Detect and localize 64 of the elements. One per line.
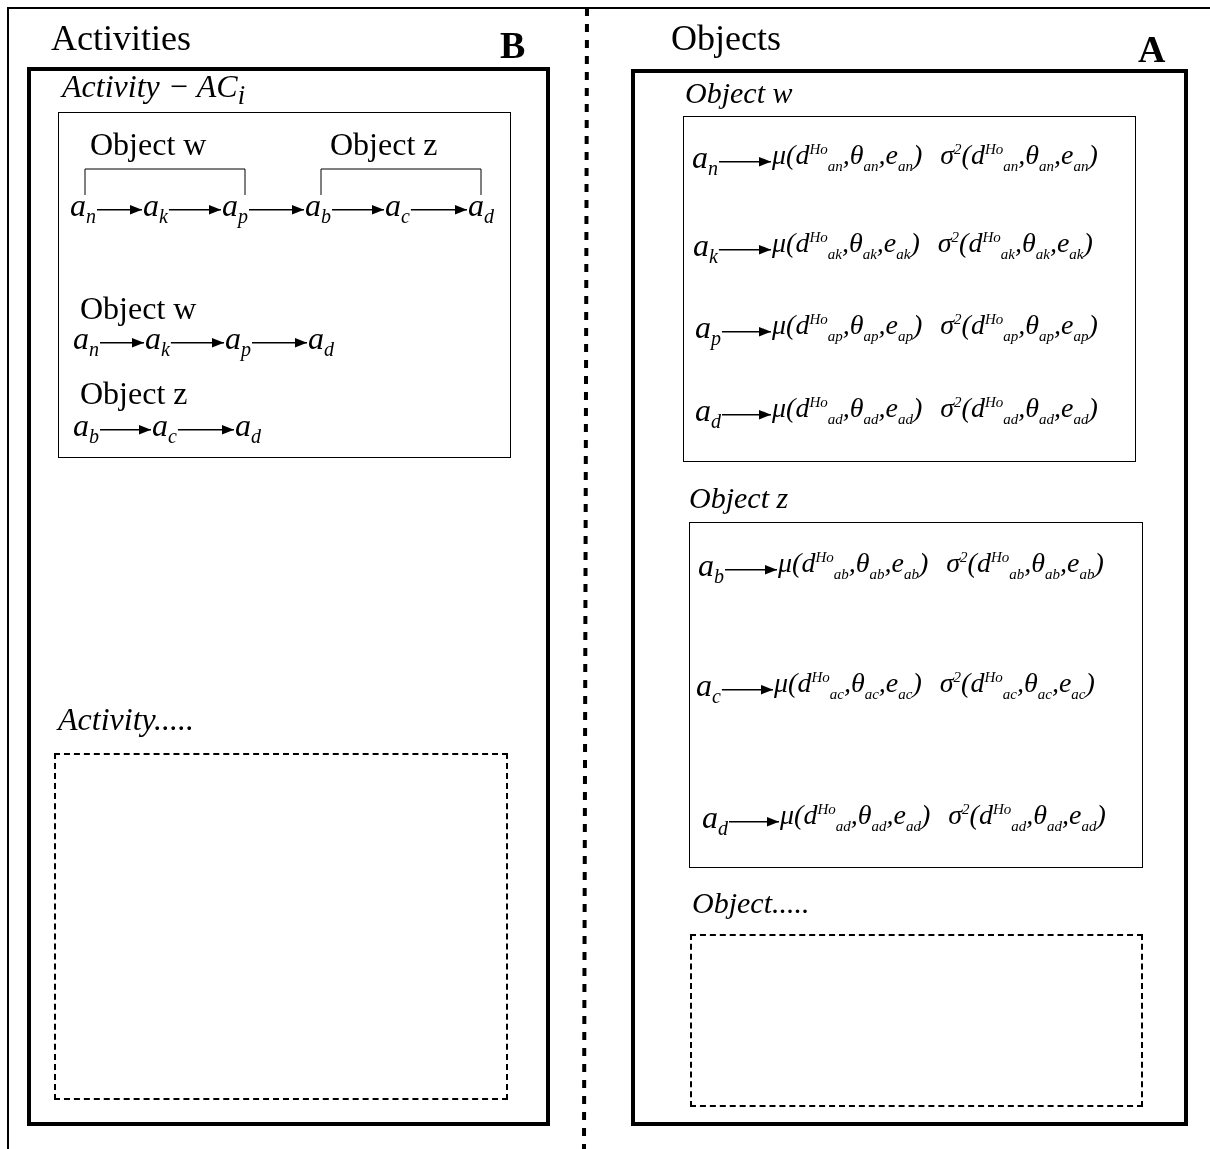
formula-text: μ(d$^{Ho}$$_{ak}$,θ$_{ak}$,e$_{ak}$)	[772, 228, 920, 263]
variable-label: a$_{k}$	[693, 228, 718, 268]
formula-text: σ$^{2}$(d$^{Ho}$$_{ak}$,θ$_{ak}$,e$_{ak}$)	[937, 228, 1093, 263]
formula-text: μ(d$^{Ho}$$_{an}$,θ$_{an}$,e$_{an}$)	[772, 140, 923, 175]
formula-text: μ(d$^{Ho}$$_{ad}$,θ$_{ad}$,e$_{ad}$)	[772, 393, 923, 428]
variable-label: a$_{k}$	[145, 321, 170, 361]
arrow	[728, 816, 780, 827]
arrow	[96, 204, 143, 215]
variable-label: a$_{p}$	[225, 321, 251, 361]
variable-label: a$_{c}$	[152, 408, 177, 448]
variable-label: a$_{k}$	[143, 188, 168, 228]
variable-label: a$_{p}$	[222, 188, 248, 228]
variable-label: a$_{n}$	[70, 188, 96, 228]
bracket-label: Object w	[80, 292, 197, 324]
formula-text: σ$^{2}$(d$^{Ho}$$_{ac}$,θ$_{ac}$,e$_{ac}$)	[939, 668, 1095, 703]
arrow	[251, 337, 308, 348]
arrow	[724, 564, 778, 575]
variable-label: a$_{c}$	[696, 668, 721, 708]
variable-label: a$_{b}$	[305, 188, 331, 228]
variable-label: a$_{b}$	[698, 548, 724, 588]
formula-text: σ$^{2}$(d$^{Ho}$$_{an}$,θ$_{an}$,e$_{an}$)	[940, 140, 1098, 175]
variable-label: a$_{d}$	[235, 408, 261, 448]
arrow	[721, 409, 772, 420]
variable-label: a$_{d}$	[702, 800, 728, 840]
formula-text: σ$^{2}$(d$^{Ho}$$_{ab}$,θ$_{ab}$,e$_{ab}$)	[946, 548, 1104, 583]
box-heading: Objects	[671, 20, 781, 56]
variable-label: a$_{b}$	[73, 408, 99, 448]
box-heading: Object z	[689, 483, 789, 513]
variable-label: a$_{n}$	[73, 321, 99, 361]
variable-label: a$_{d}$	[695, 393, 721, 433]
arrow	[248, 204, 305, 215]
formula-text: σ$^{2}$(d$^{Ho}$$_{ad}$,θ$_{ad}$,e$_{ad}$)	[948, 800, 1106, 835]
variable-label: a$_{d}$	[468, 188, 494, 228]
formula-text: σ$^{2}$(d$^{Ho}$$_{ad}$,θ$_{ad}$,e$_{ad}$)	[940, 393, 1098, 428]
arrow	[177, 424, 235, 435]
box-heading: Activity − AC$_{i}$	[62, 70, 246, 110]
box-heading: Activity.....	[58, 703, 194, 735]
bracket-label: Object w	[90, 128, 207, 160]
bracket-label: Object z	[330, 128, 438, 160]
arrow	[721, 326, 772, 337]
variable-label: a$_{n}$	[692, 140, 718, 180]
arrow	[170, 337, 225, 348]
arrow	[410, 204, 468, 215]
arrow	[721, 684, 774, 695]
arrow	[99, 424, 152, 435]
arrow	[718, 244, 772, 255]
variable-label: a$_{p}$	[695, 310, 721, 350]
variable-label: a$_{c}$	[385, 188, 410, 228]
variable-label: a$_{d}$	[308, 321, 334, 361]
formula-text: μ(d$^{Ho}$$_{ac}$,θ$_{ac}$,e$_{ac}$)	[774, 668, 922, 703]
bracket-label: Object z	[80, 377, 188, 409]
arrow	[168, 204, 222, 215]
box-heading: Object.....	[692, 888, 810, 918]
arrow	[718, 156, 772, 167]
formula-text: μ(d$^{Ho}$$_{ab}$,θ$_{ab}$,e$_{ab}$)	[778, 548, 929, 583]
formula-text: μ(d$^{Ho}$$_{ap}$,θ$_{ap}$,e$_{ap}$)	[772, 310, 923, 345]
box-heading: Activities	[51, 20, 191, 56]
formula-text: μ(d$^{Ho}$$_{ad}$,θ$_{ad}$,e$_{ad}$)	[780, 800, 931, 835]
arrow	[331, 204, 385, 215]
arrow	[99, 337, 145, 348]
panel-letter: A	[1138, 30, 1166, 68]
formula-text: σ$^{2}$(d$^{Ho}$$_{ap}$,θ$_{ap}$,e$_{ap}$)	[940, 310, 1098, 345]
box-heading: Object w	[685, 78, 793, 108]
panel-letter: B	[500, 26, 526, 64]
